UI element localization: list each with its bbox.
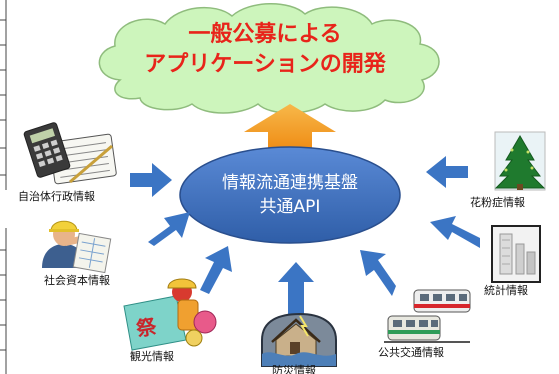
label-local-gov: 自治体行政情報 xyxy=(18,190,95,203)
label-tourism: 観光情報 xyxy=(130,350,174,363)
cedar-tree-icon xyxy=(494,131,546,191)
arrow-up-to-cloud xyxy=(244,104,336,152)
cloud-title-line1: 一般公募による xyxy=(188,22,342,47)
flood-house-icon xyxy=(261,312,337,367)
hub-title-line2: 共通API xyxy=(259,197,321,217)
label-social-capital: 社会資本情報 xyxy=(44,274,110,287)
arrow-tourism xyxy=(200,246,232,294)
label-disaster: 防災情報 xyxy=(272,364,316,374)
label-pollen: 花粉症情報 xyxy=(470,196,525,209)
cloud-shape xyxy=(98,3,440,114)
left-edge-lines xyxy=(0,0,7,374)
label-statistics: 統計情報 xyxy=(484,284,528,297)
arrow-social-capital xyxy=(148,212,190,246)
arrow-statistics xyxy=(430,216,480,248)
building-chart-icon xyxy=(491,225,541,283)
arrow-transit xyxy=(360,250,396,296)
arrow-disaster xyxy=(278,262,314,318)
arrow-local-gov xyxy=(130,163,172,197)
calculator-document-icon xyxy=(23,122,117,185)
arrow-pollen xyxy=(426,156,468,188)
train-icon xyxy=(384,289,471,343)
festival-icon: 祭 xyxy=(123,278,217,351)
hub-title-line1: 情報流通連携基盤 xyxy=(222,173,358,193)
label-transit: 公共交通情報 xyxy=(378,346,444,359)
worker-blueprint-icon xyxy=(42,220,112,274)
hub-ellipse xyxy=(179,146,401,244)
cloud-title-line2: アプリケーションの開発 xyxy=(144,52,386,77)
